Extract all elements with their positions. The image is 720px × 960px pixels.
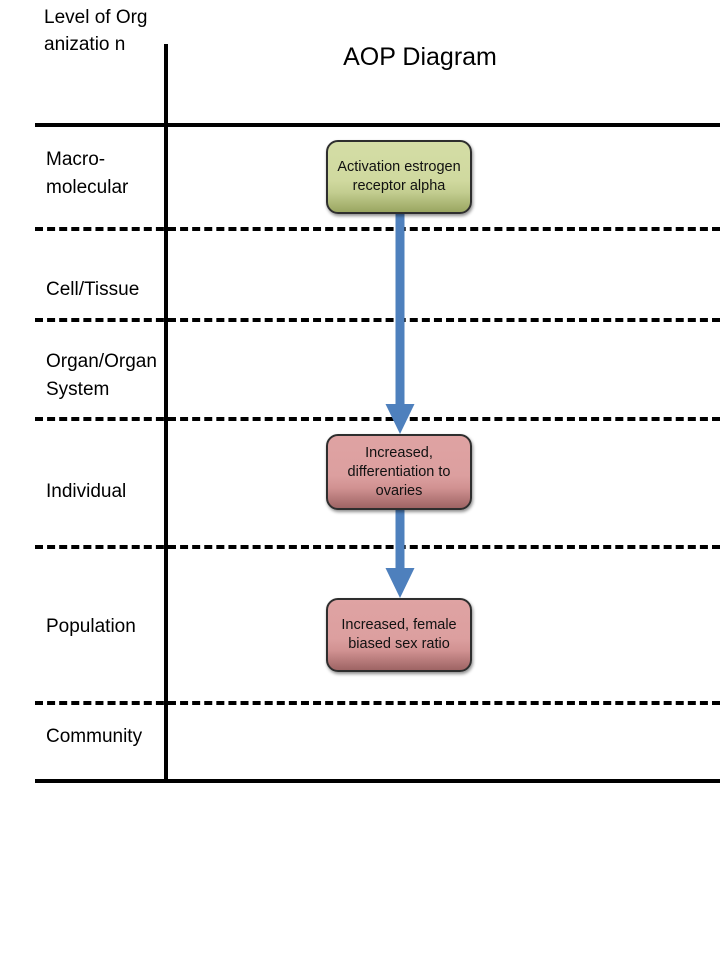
row-label-organ-system: Organ/Organ System — [46, 351, 157, 400]
divider-organ-individual — [35, 417, 720, 421]
node-label: Increased, female biased sex ratio — [341, 617, 457, 652]
row-label-cell-tissue: Cell/Tissue — [46, 279, 140, 300]
frame-bottom-line — [35, 779, 720, 783]
node-increased-differentiation-to-ovaries[interactable]: Increased, differentiation to ovaries — [326, 434, 472, 510]
axis-vertical-line — [164, 44, 168, 783]
frame-top-line — [35, 123, 720, 127]
divider-macromolecular-cell — [35, 227, 720, 231]
connector-arrow-ke-to-ao — [385, 508, 415, 598]
divider-population-community — [35, 701, 720, 705]
node-activation-estrogen-receptor-alpha[interactable]: Activation estrogen receptor alpha — [326, 140, 472, 214]
row-label-individual: Individual — [46, 481, 127, 502]
connector-arrow-mie-to-ke — [385, 206, 415, 434]
node-increased-female-biased-sex-ratio[interactable]: Increased, female biased sex ratio — [326, 598, 472, 672]
axis-title-level-of-organization: Level of Organizatio n — [44, 7, 148, 55]
node-label: Increased, differentiation to ovaries — [347, 444, 451, 499]
node-label: Activation estrogen receptor alpha — [337, 159, 461, 194]
page-title: AOP Diagram — [343, 43, 497, 71]
divider-individual-population — [35, 545, 720, 549]
divider-cell-organ — [35, 318, 720, 322]
row-label-community: Community — [46, 726, 143, 747]
row-label-macromolecular: Macro- molecular — [46, 149, 129, 198]
row-label-population: Population — [46, 616, 136, 637]
